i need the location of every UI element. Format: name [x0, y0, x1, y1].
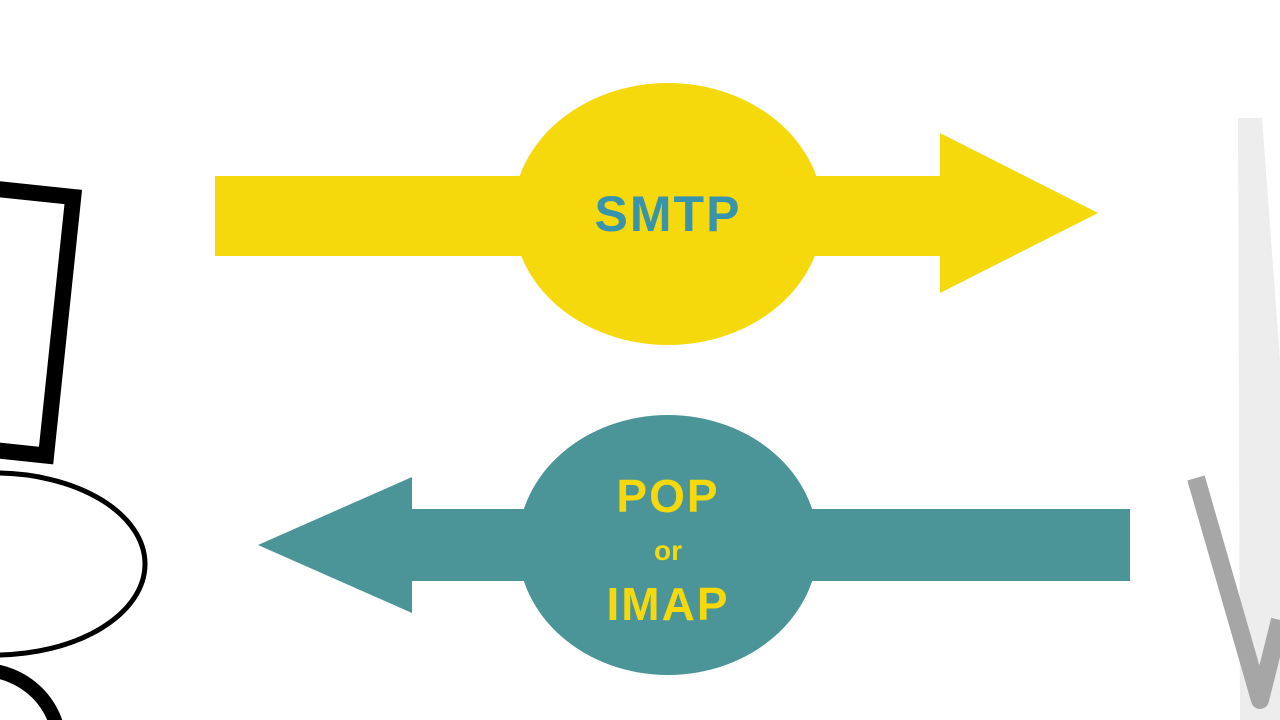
- smtp-label: SMTP: [595, 186, 742, 242]
- computer-client-icon: [0, 167, 148, 720]
- smtp-flow: SMTP: [215, 83, 1098, 345]
- or-label: or: [654, 535, 682, 566]
- pop-imap-flow: POP or IMAP: [258, 415, 1130, 675]
- mail-server-icon: [1187, 118, 1280, 720]
- monitor-shape: [0, 167, 83, 465]
- pop-label: POP: [616, 470, 719, 522]
- pop-imap-ellipse: [518, 415, 818, 675]
- server-shadow-shape: [1238, 118, 1280, 720]
- smtp-ellipse: [513, 83, 823, 345]
- monitor-base-shape: [0, 470, 148, 658]
- mouse-cable-shape: [0, 664, 63, 720]
- imap-label: IMAP: [607, 578, 730, 630]
- server-edge-shape: [1187, 475, 1280, 709]
